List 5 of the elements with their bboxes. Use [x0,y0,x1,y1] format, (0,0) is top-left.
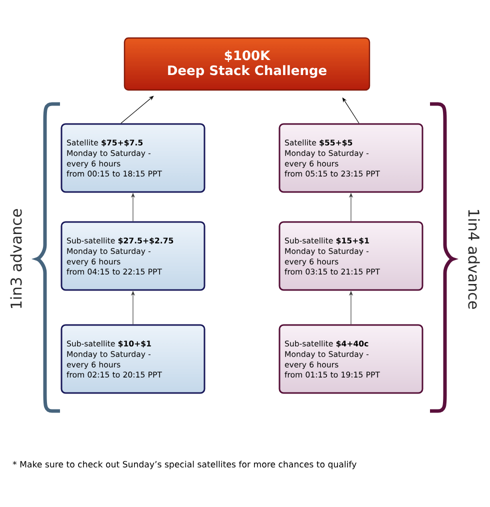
footnote: * Make sure to check out Sunday’s special satellites for more chances to qualify [12,460,356,470]
arrow [120,96,154,124]
side-label: 1in4 advance [468,210,480,309]
title-box: $100K Deep Stack Challenge [124,37,370,91]
side-label: 1in3 advance [10,209,22,308]
